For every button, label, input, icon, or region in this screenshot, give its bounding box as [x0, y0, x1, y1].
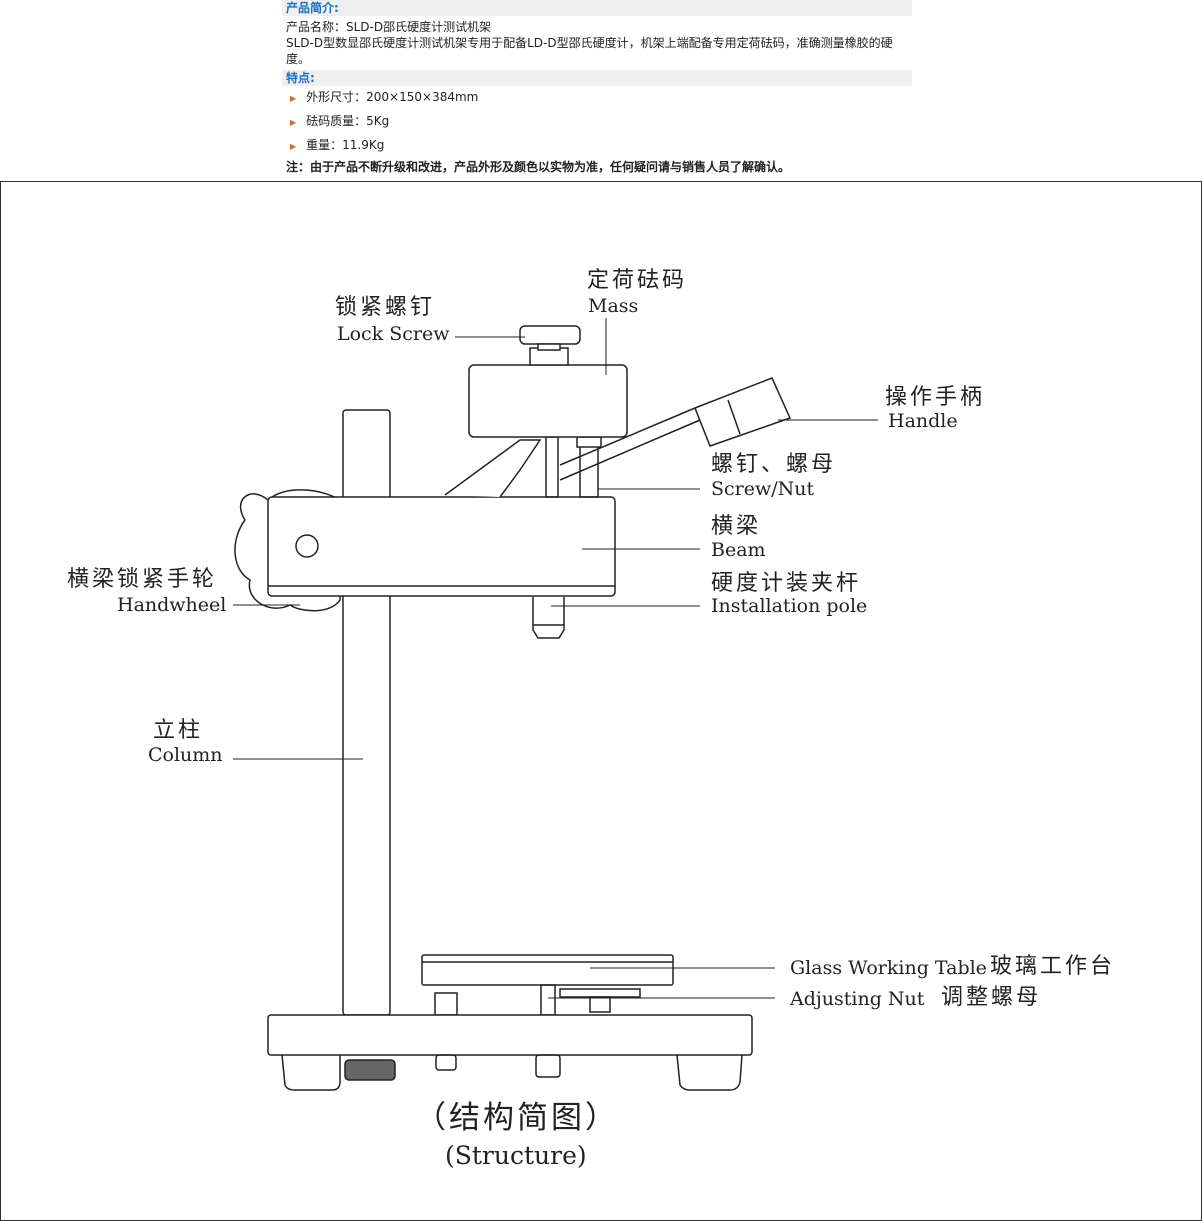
product-description: SLD-D型数显邵氏硬度计测试机架专用于配备LD-D型邵氏硬度计，机架上端配备专…	[286, 36, 893, 66]
installation-pole	[532, 597, 565, 639]
bullet-arrow-icon: ▶	[290, 94, 297, 103]
base-foot	[676, 1054, 743, 1091]
glass-table	[421, 954, 674, 986]
column-bolt	[344, 1059, 396, 1081]
base	[267, 1014, 753, 1056]
caption-en: (Structure)	[445, 1141, 587, 1170]
label-lock-zh: 锁紧螺钉	[335, 295, 435, 320]
intro-heading: 产品简介:	[282, 0, 912, 16]
feature-text: 外形尺寸：200×150×384mm	[306, 90, 479, 104]
label-pole-zh: 硬度计装夹杆	[711, 571, 861, 596]
handle-link	[444, 439, 542, 498]
label-mass-zh: 定荷砝码	[587, 268, 687, 293]
adjusting-nut	[559, 988, 641, 998]
base-foot	[281, 1054, 341, 1091]
bullet-arrow-icon: ▶	[290, 118, 297, 127]
feature-item: ▶ 重量：11.9Kg	[282, 134, 914, 158]
label-nut-en: Adjusting Nut	[789, 988, 925, 1010]
label-nut-zh: 调整螺母	[941, 985, 1041, 1010]
label-screw-zh: 螺钉、螺母	[711, 452, 836, 477]
label-handle-zh: 操作手柄	[885, 385, 985, 410]
label-beam-en: Beam	[711, 539, 766, 561]
label-mass-en: Mass	[588, 295, 638, 317]
mass-block	[468, 364, 628, 438]
caption-zh: （结构简图）	[415, 1100, 619, 1136]
label-column-zh: 立柱	[153, 718, 203, 743]
label-column-en: Column	[148, 744, 223, 766]
feature-item: ▶ 外形尺寸：200×150×384mm	[282, 86, 914, 110]
handle-grip	[694, 377, 792, 447]
label-handle-en: Handle	[888, 410, 958, 432]
beam	[267, 496, 616, 597]
lock-screw-knob	[519, 325, 581, 345]
bullet-arrow-icon: ▶	[290, 142, 297, 151]
label-lock-en: Lock Screw	[337, 323, 450, 345]
feature-text: 砝码质量：5Kg	[306, 114, 390, 128]
note: 注：由于产品不断升级和改进，产品外形及颜色以实物为准，任何疑问请与销售人员了解确…	[286, 160, 791, 174]
mass-rod	[545, 436, 559, 498]
label-wheel-zh: 横梁锁紧手轮	[67, 567, 217, 592]
product-info: 产品简介: 产品名称：SLD-D邵氏硬度计测试机架 SLD-D型数显邵氏硬度计测…	[282, 0, 914, 176]
feature-text: 重量：11.9Kg	[306, 138, 385, 152]
label-screw-en: Screw/Nut	[711, 478, 815, 500]
beam-hole	[295, 534, 319, 558]
features-heading: 特点:	[282, 70, 912, 86]
label-wheel-en: Handwheel	[117, 594, 226, 616]
label-table-en: Glass Working Table	[790, 957, 987, 979]
label-pole-en: Installation pole	[711, 595, 867, 617]
feature-item: ▶ 砝码质量：5Kg	[282, 110, 914, 134]
label-table-zh: 玻璃工作台	[990, 954, 1115, 979]
product-name: 产品名称：SLD-D邵氏硬度计测试机架	[286, 20, 492, 34]
label-beam-zh: 横梁	[711, 514, 761, 539]
